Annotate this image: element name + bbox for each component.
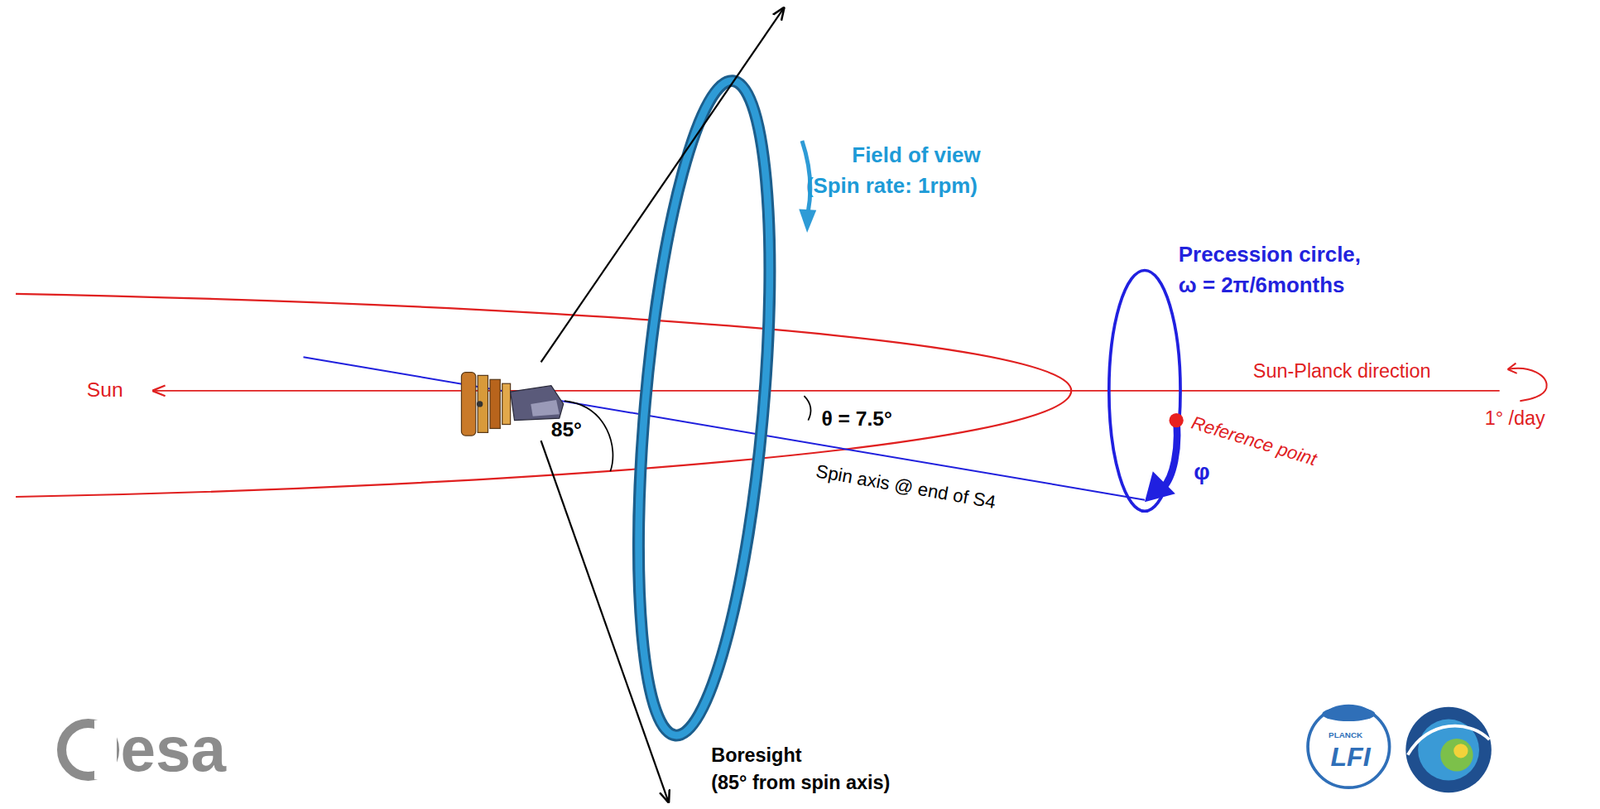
angle-arc: [803, 395, 811, 421]
precession-arrow: [1162, 420, 1178, 488]
esa-logo: [62, 720, 118, 779]
annotation-label: ω = 2π/6months: [1178, 273, 1346, 297]
annotation-label: Precession circle,: [1178, 242, 1361, 266]
sun-planck-line: [153, 389, 1500, 392]
annotation-label: esa: [120, 714, 226, 784]
annotation-label: LFI: [1330, 742, 1371, 772]
annotation-label: (85° from spin axis): [711, 772, 890, 794]
spin-axis: [303, 356, 1145, 500]
rotation-arrow: [1508, 368, 1548, 401]
annotation-label: Field of view: [851, 143, 981, 167]
reference-dot: [1168, 413, 1183, 428]
annotation-label: φ: [1193, 459, 1210, 485]
boresight-line: [541, 8, 784, 363]
annotation-label: 85°: [551, 418, 582, 441]
scan-circle: [616, 75, 793, 740]
annotation-label: (Spin rate: 1rpm): [806, 173, 978, 197]
annotation-label: Sun-Planck direction: [1253, 360, 1432, 383]
lfi-logo: [1307, 706, 1390, 788]
annotation-label: Boresight: [711, 744, 802, 767]
annotation-label: θ = 7.5°: [821, 407, 893, 430]
annotation-label: 1° /day: [1484, 408, 1546, 430]
precession-circle: [1109, 269, 1181, 511]
boresight-line: [541, 440, 669, 802]
annotation-label: Sun: [86, 378, 124, 401]
hfi-logo: [1405, 706, 1491, 793]
annotation-label: Spin axis @ end of S4: [814, 461, 998, 513]
planck-spacecraft: [461, 372, 563, 436]
orbit-ellipse: [15, 293, 1072, 497]
annotation-label: PLANCK: [1328, 730, 1363, 740]
